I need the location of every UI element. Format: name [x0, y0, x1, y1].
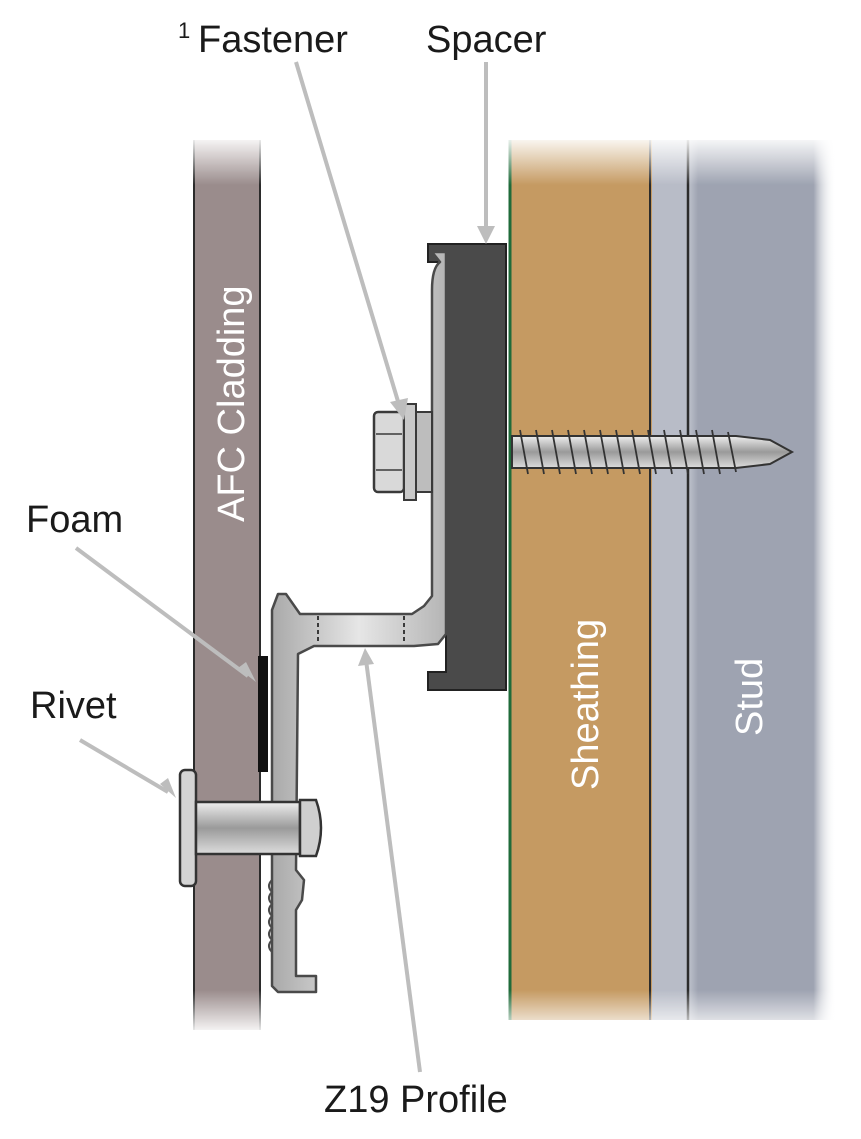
- spacer-block: [427, 243, 507, 691]
- stud-label: Stud: [729, 658, 771, 736]
- z19-profile: [270, 250, 448, 994]
- leader-lines: [74, 61, 495, 1073]
- fastener-label: Fastener: [198, 19, 348, 61]
- sheathing-label: Sheathing: [565, 619, 607, 790]
- rivet: [178, 768, 323, 888]
- leader-z19: [364, 659, 422, 1073]
- z19-profile-label: Z19 Profile: [324, 1079, 508, 1121]
- spacer-label: Spacer: [426, 19, 547, 61]
- rivet-shank: [194, 800, 302, 856]
- afc-cladding-panel: [194, 140, 260, 1030]
- arrow-rivet: [160, 778, 176, 798]
- fade-bottom: [190, 990, 850, 1035]
- arrow-z19: [358, 648, 374, 666]
- foam-strip: [258, 656, 268, 772]
- leader-foam: [74, 546, 250, 678]
- fastener-washer: [403, 403, 417, 501]
- screw-thread: [519, 429, 737, 475]
- afc-cladding-label: AFC Cladding: [211, 285, 253, 522]
- arrow-fastener: [390, 398, 408, 420]
- arrow-spacer: [477, 226, 495, 244]
- fastener: [372, 403, 795, 501]
- profile-serrations: [446, 378, 454, 512]
- leader-fastener: [294, 61, 402, 409]
- sheathing-panel: [510, 140, 652, 1020]
- fade-top: [190, 135, 850, 185]
- rivet-tail: [298, 798, 323, 858]
- foam-label: Foam: [26, 499, 123, 541]
- stud-panel: [686, 140, 836, 1020]
- arrow-foam: [238, 662, 256, 682]
- leader-rivet: [78, 738, 170, 794]
- fastener-head: [372, 410, 406, 494]
- rivet-head: [178, 768, 198, 888]
- stud-edge: [650, 140, 688, 1020]
- fastener-number: 1: [178, 18, 190, 43]
- profile-ribs: [268, 879, 274, 953]
- rivet-label: Rivet: [30, 685, 117, 727]
